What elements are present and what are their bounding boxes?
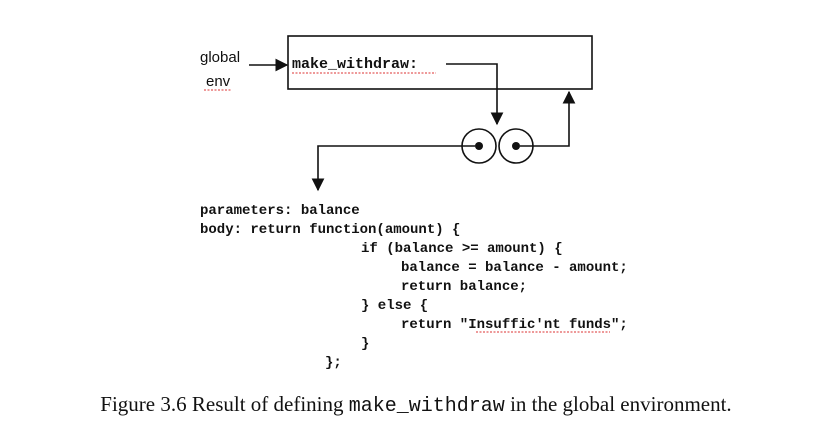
caption-prefix: Figure 3.6 Result of defining: [100, 392, 349, 416]
function-object-code-dot: [475, 142, 483, 150]
global-frame: [287, 35, 593, 90]
code-line-assign: balance = balance - amount;: [401, 260, 628, 276]
caption-suffix: in the global environment.: [504, 392, 732, 416]
code-line-close-function: };: [325, 355, 342, 371]
figure-caption: Figure 3.6 Result of defining make_withd…: [0, 392, 832, 418]
code-line-if: if (balance >= amount) {: [361, 241, 563, 257]
env-label: env: [206, 73, 231, 90]
code-line-return-balance: return balance;: [401, 279, 527, 295]
code-line-close-else: }: [361, 336, 369, 352]
binding-pointer-arrow: [446, 63, 504, 126]
function-object-env-dot: [512, 142, 520, 150]
code-pointer-arrow: [311, 145, 475, 192]
code-line-else: } else {: [361, 298, 428, 314]
code-line-return-insufficient: return "Insuffic'nt funds";: [401, 317, 628, 333]
frame-binding-name: make_withdraw:: [292, 56, 418, 73]
code-line-body: body: return function(amount) {: [200, 222, 460, 238]
caption-code-name: make_withdraw: [348, 395, 505, 418]
code-line-parameters: parameters: balance: [200, 203, 360, 219]
global-label: global: [200, 49, 240, 66]
env-pointer-arrow: [520, 90, 576, 147]
